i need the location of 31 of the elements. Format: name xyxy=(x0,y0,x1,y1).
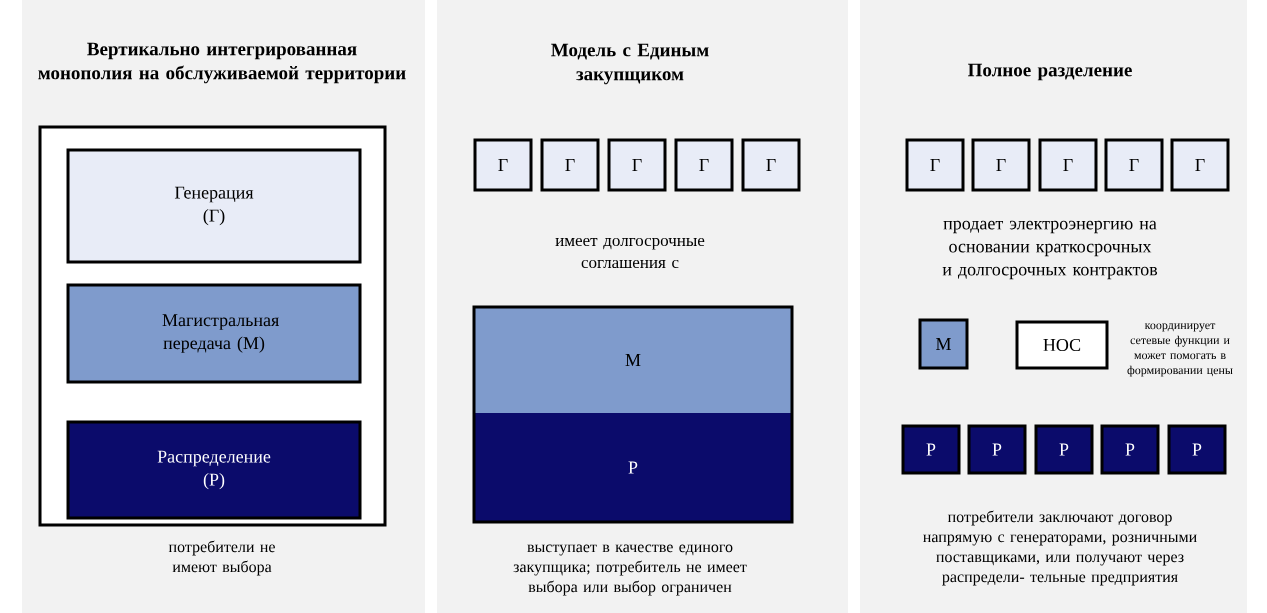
note-text: координирует сетевые функции и может помогать в формировании цены xyxy=(1127,323,1233,377)
segment-box: Г xyxy=(607,138,667,192)
segment-box: Р xyxy=(1034,424,1094,475)
description-text: имеет долгосрочные соглашения с xyxy=(555,237,705,269)
segment-box: Г xyxy=(905,138,965,192)
segment-box: Г xyxy=(540,138,600,192)
segment-box: Магистральная передача (М) xyxy=(66,283,362,384)
segment-box: Г xyxy=(674,138,734,192)
description-text: продает электроэнергию на основании краткосрочных и долгосрочных контрактов xyxy=(942,220,1158,280)
panel-heading: Модель с Единым закупщиком xyxy=(551,43,709,85)
segment-box: НОС xyxy=(1015,320,1109,370)
segment-box: Г xyxy=(473,138,533,192)
segment-box: Распределение (Р) xyxy=(66,420,362,520)
segment-box: Р xyxy=(967,424,1027,475)
segment-box: Г xyxy=(1038,138,1098,192)
segment-box: Р xyxy=(474,413,792,522)
segment-box: Г xyxy=(1104,138,1164,192)
description-text: потребители заключают договор напрямую с генераторами, розничными поставщиками, или получают через распредели- тельные предприятия xyxy=(923,510,1197,586)
segment-box: М xyxy=(918,318,969,370)
segment-box: Г xyxy=(741,138,801,192)
segment-box: Р xyxy=(1100,424,1160,475)
segment-box: Г xyxy=(1170,138,1230,192)
segment-box: Р xyxy=(1167,424,1227,475)
description-text: выступает в качестве единого закупщика; потребитель не имеет выбора или выбор ограничен xyxy=(513,544,747,596)
segment-box: Г xyxy=(971,138,1031,192)
segment-box: М xyxy=(474,307,792,413)
description-text: потребители не имеют выбора xyxy=(168,540,275,576)
segment-box: Генерация (Г) xyxy=(66,148,362,264)
panel-heading: Вертикально интегрированная монополия на обслуживаемой территории xyxy=(38,42,406,84)
panel-heading: Полное разделение xyxy=(968,63,1132,81)
segment-box: Р xyxy=(901,424,961,475)
